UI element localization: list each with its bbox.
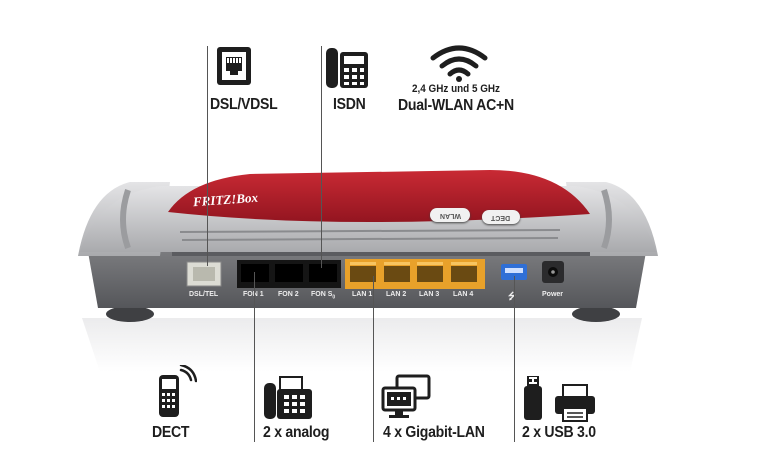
lan-connector-line: [373, 276, 374, 442]
port-label-lan1: LAN 1: [352, 291, 373, 298]
lan-label: 4 x Gigabit-LAN: [383, 424, 485, 441]
port-label-dsl: DSL/TEL: [189, 291, 219, 298]
usb-label: 2 x USB 3.0: [522, 424, 596, 441]
isdn-connector-line: [321, 46, 322, 268]
network-computers-icon: [381, 374, 431, 420]
isdn-phone-icon: [324, 46, 370, 90]
dect-button[interactable]: DECT: [482, 210, 520, 224]
port-label-power: Power: [542, 291, 564, 298]
analog-connector-line: [254, 272, 255, 442]
port-label-fon2: FON 2: [278, 291, 299, 298]
wifi-icon: [428, 44, 490, 82]
port-label-lan4: LAN 4: [453, 291, 474, 298]
fax-phone-icon: [262, 375, 314, 421]
analog-label: 2 x analog: [263, 424, 330, 441]
port-label-lan3: LAN 3: [419, 291, 440, 298]
isdn-label: ISDN: [333, 96, 366, 113]
usb-stick-icon: [522, 376, 544, 422]
wlan-label: Dual-WLAN AC+N: [398, 97, 514, 114]
port-label-fons0: FON S0: [311, 291, 336, 301]
dect-phone-icon: [153, 365, 197, 419]
port-label-fon1: FON 1: [243, 291, 264, 298]
dect-label: DECT: [152, 424, 190, 441]
usb-connector-line: [514, 276, 515, 442]
port-label-usb: ⭍: [508, 291, 516, 301]
wlan-button[interactable]: WLAN: [430, 208, 470, 222]
wlan-bands-label: 2,4 GHz und 5 GHz: [412, 83, 501, 95]
dsl-connector-line: [207, 46, 208, 266]
printer-icon: [553, 384, 597, 422]
dsl-label: DSL/VDSL: [210, 96, 278, 113]
port-label-lan2: LAN 2: [386, 291, 407, 298]
dsl-port-icon: [216, 46, 252, 86]
